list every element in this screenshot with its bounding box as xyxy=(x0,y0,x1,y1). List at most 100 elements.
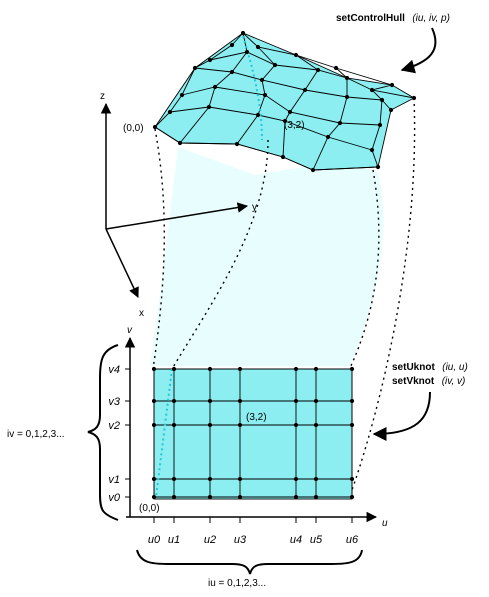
grid-control-point xyxy=(313,398,319,404)
hull-control-point xyxy=(369,87,375,93)
surface-point-label: (3,2) xyxy=(284,120,305,131)
surface-patch xyxy=(154,32,415,171)
hull-control-point xyxy=(325,134,331,140)
hull-control-point xyxy=(379,97,385,103)
hull-control-point xyxy=(333,65,339,71)
hull-control-point xyxy=(293,52,299,58)
grid-iso-curve xyxy=(155,368,173,498)
v-tick-label: v2 xyxy=(108,420,120,432)
grid-control-point xyxy=(151,398,157,404)
hull-control-point xyxy=(272,62,278,68)
hull-control-point xyxy=(152,124,158,130)
grid-control-points xyxy=(151,366,355,500)
set-vknot-args: (iv, v) xyxy=(442,376,466,387)
hull-control-point xyxy=(259,77,265,83)
grid-control-point xyxy=(151,366,157,372)
v-tick-label: v4 xyxy=(108,364,120,376)
axis-v-label: v xyxy=(127,325,133,336)
hull-control-point xyxy=(229,42,235,48)
hull-control-point xyxy=(255,44,261,50)
grid-control-point xyxy=(349,398,355,404)
set-uknot-args: (iu, u) xyxy=(442,362,468,373)
u-tick-label: u1 xyxy=(168,534,180,546)
projection-region xyxy=(150,147,384,366)
v-tick-label: v3 xyxy=(108,396,121,408)
hull-control-point xyxy=(255,112,261,118)
hull-control-point xyxy=(207,57,213,63)
hull-control-point xyxy=(375,164,381,170)
grid-control-point xyxy=(293,476,299,482)
hull-control-point xyxy=(280,154,286,160)
surface-iso-curve xyxy=(242,35,263,141)
grid-control-point xyxy=(207,422,213,428)
grid-control-point xyxy=(171,422,177,428)
grid-control-point xyxy=(349,422,355,428)
set-uknot-fn: setUknot xyxy=(392,362,435,373)
grid-control-point xyxy=(293,398,299,404)
grid-control-point xyxy=(207,398,213,404)
surface-origin-label: (0,0) xyxy=(123,123,144,134)
grid-control-point xyxy=(151,494,157,500)
grid-control-point xyxy=(313,494,319,500)
axis-tick-marks xyxy=(125,368,353,523)
hull-row-line xyxy=(181,86,381,126)
hull-control-point xyxy=(344,94,350,100)
hull-control-point xyxy=(369,147,375,153)
hull-control-point xyxy=(262,92,268,98)
hull-control-point xyxy=(179,92,185,98)
u-tick-label: u2 xyxy=(204,534,216,546)
hull-control-point xyxy=(212,84,218,90)
grid-control-point xyxy=(313,366,319,372)
hull-column-line xyxy=(236,46,276,145)
u-tick-label: u4 xyxy=(290,534,302,546)
hull-column-line xyxy=(154,44,233,128)
hull-column-line xyxy=(179,32,248,144)
hull-control-point xyxy=(287,109,293,115)
set-vknot-label: setVknot (iv, v) xyxy=(392,371,465,388)
control-hull-surface xyxy=(152,30,417,173)
y-axis xyxy=(105,202,249,230)
iu-range-label: iu = 0,1,2,3... xyxy=(208,578,266,589)
grid-point-label: (3,2) xyxy=(246,412,267,423)
set-control-hull-args: (iu, iv, p) xyxy=(412,13,450,24)
grid-control-point xyxy=(171,494,177,500)
connector-left-outer xyxy=(152,128,165,370)
hull-row-line xyxy=(154,126,379,171)
hull-control-point xyxy=(302,87,308,93)
u-tick-label: u6 xyxy=(346,534,359,546)
set-control-hull-fn: setControlHull xyxy=(336,13,405,24)
grid-control-point xyxy=(207,366,213,372)
grid-control-point xyxy=(207,494,213,500)
mapping-connectors xyxy=(152,97,416,491)
uv-axes xyxy=(124,336,378,523)
parameter-domain xyxy=(153,368,353,500)
hull-control-point xyxy=(192,65,198,71)
hull-row-line xyxy=(169,106,373,151)
grid-control-point xyxy=(151,476,157,482)
hull-control-point xyxy=(389,82,395,88)
grid-control-point xyxy=(207,476,213,482)
iu-brace xyxy=(136,549,363,575)
grid-control-point xyxy=(237,366,243,372)
grid-control-point xyxy=(349,494,355,500)
control-hull-pointer-arrow xyxy=(400,27,437,74)
hull-control-point xyxy=(167,109,173,115)
axis-u-label: u xyxy=(382,518,388,529)
grid-control-point xyxy=(237,494,243,500)
grid-control-point xyxy=(349,476,355,482)
grid-control-point xyxy=(237,476,243,482)
xyz-axes xyxy=(100,102,249,298)
hull-column-line xyxy=(371,84,393,168)
grid-control-point xyxy=(151,422,157,428)
grid-control-point xyxy=(293,494,299,500)
connector-left-inner xyxy=(171,139,269,370)
hull-control-point xyxy=(388,107,394,113)
grid-control-point xyxy=(313,476,319,482)
set-control-hull-label: setControlHull (iu, iv, p) xyxy=(336,8,450,25)
v-tick-label: v0 xyxy=(108,492,121,504)
u-tick-label: u5 xyxy=(310,534,323,546)
grid-control-point xyxy=(237,422,243,428)
